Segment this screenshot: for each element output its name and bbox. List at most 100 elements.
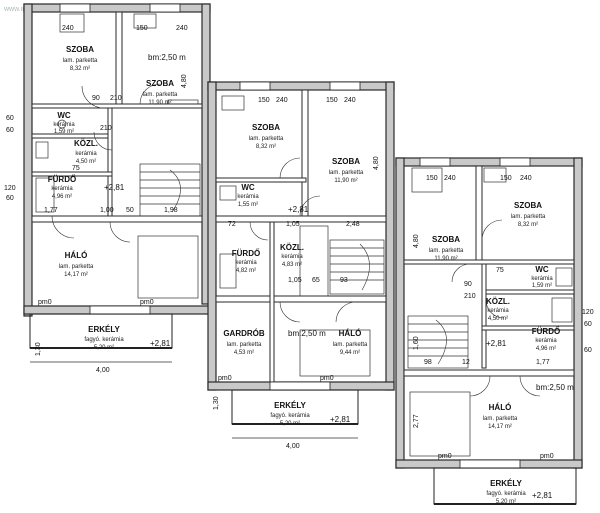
room-area: 8,32 m²	[518, 222, 538, 228]
room-name: WC	[241, 183, 255, 192]
stairs-b	[329, 239, 385, 295]
dim-label: pm0	[540, 453, 554, 460]
room-area: 4,82 m²	[236, 268, 256, 274]
room-material: kerámia	[235, 260, 257, 266]
room-material: kerámia	[75, 151, 97, 157]
room-area: 4,96 m²	[52, 194, 72, 200]
dim-label: 240	[520, 175, 532, 182]
dim-label: 1,77	[536, 359, 550, 366]
room-material: kerámia	[535, 338, 557, 344]
dim-label: 240	[62, 25, 74, 32]
dim-label: 240	[344, 97, 356, 104]
room-area: 4,83 m²	[282, 262, 302, 268]
room-name: SZOBA	[66, 45, 94, 54]
dim-label: 4,80	[181, 74, 188, 88]
dim-label: 150	[136, 25, 148, 32]
room-material: kerámia	[281, 254, 303, 260]
dim-label: 60	[6, 127, 14, 134]
unit-c: SZOBA lam. parketta 11,90 m² SZOBA lam. …	[395, 157, 594, 505]
dim-label: 240	[444, 175, 456, 182]
room-area: 4,96 m²	[536, 346, 556, 352]
dim-label: 60	[6, 115, 14, 122]
room-material: lam. parketta	[227, 342, 262, 348]
level-mark: +2,81	[104, 183, 125, 192]
room-material: kerámia	[53, 122, 75, 128]
room-area: 8,32 m²	[70, 66, 90, 72]
room-area: 5,20 m²	[94, 345, 114, 351]
dim-label: 4,00	[286, 443, 300, 450]
door-arc	[81, 85, 105, 109]
dim-label: 150	[500, 175, 512, 182]
room-area: 1,59 m²	[54, 129, 74, 135]
dim-label: 1,05	[288, 277, 302, 284]
room-name: KÖZL.	[74, 139, 98, 148]
dim-label: 210	[100, 125, 112, 132]
room-name: SZOBA	[146, 79, 174, 88]
dim-label: 150	[326, 97, 338, 104]
room-name: HÁLÓ	[339, 329, 362, 338]
room-name: SZOBA	[432, 235, 460, 244]
dim-label: 150	[426, 175, 438, 182]
unit-b: SZOBA lam. parketta 8,32 m² SZOBA lam. p…	[207, 81, 395, 450]
dim-label: 65	[312, 277, 320, 284]
room-area: 5,20 m²	[496, 499, 516, 505]
dim-label: 120	[4, 185, 16, 192]
dim-label: pm0	[320, 375, 334, 382]
room-name: FÜRDŐ	[48, 175, 76, 184]
dim-label: 4,80	[373, 156, 380, 170]
room-area: 5,20 m²	[280, 421, 300, 427]
room-name: SZOBA	[514, 201, 542, 210]
ceiling-height: bm:2,50 m	[288, 329, 326, 338]
room-material: lam. parketta	[429, 248, 464, 254]
room-area: 14,17 m²	[488, 424, 512, 430]
dim-label: 1,30	[35, 342, 42, 356]
room-material: fagyó. kerámia	[486, 491, 526, 497]
room-material: lam. parketta	[333, 342, 368, 348]
dim-label: 150	[258, 97, 270, 104]
room-name: WC	[57, 111, 71, 120]
balcony-b	[231, 389, 359, 425]
balcony-a	[29, 313, 173, 349]
dim-label: 50	[126, 207, 134, 214]
room-area: 8,32 m²	[256, 144, 276, 150]
room-name: FÜRDŐ	[532, 327, 560, 336]
dim-label: 120	[582, 309, 594, 316]
room-material: lam. parketta	[63, 58, 98, 64]
dim-label: 210	[464, 293, 476, 300]
room-material: kerámia	[531, 276, 553, 282]
dim-label: 72	[228, 221, 236, 228]
room-material: lam. parketta	[483, 416, 518, 422]
dim-label: 2,77	[413, 414, 420, 428]
room-material: fagyó. kerámia	[84, 337, 124, 343]
room-name: FÜRDŐ	[232, 249, 260, 258]
room-area: 4,50 m²	[76, 159, 96, 165]
dim-label: 1,98	[164, 207, 178, 214]
ceiling-height: bm:2,50 m	[148, 53, 186, 62]
dim-label: 75	[72, 165, 80, 172]
room-material: lam. parketta	[143, 92, 178, 98]
balcony-c	[433, 467, 577, 505]
room-name: ERKÉLY	[490, 479, 522, 488]
room-name: KÖZL.	[486, 297, 510, 306]
room-area: 1,55 m²	[238, 202, 258, 208]
room-area: 11,90 m²	[334, 178, 357, 184]
dim-label: 90	[92, 95, 100, 102]
room-area: 4,53 m²	[234, 350, 254, 356]
room-name: SZOBA	[252, 123, 280, 132]
stairs-a	[139, 163, 201, 217]
room-area: 4,50 m²	[488, 316, 508, 322]
room-material: kerámia	[51, 186, 73, 192]
level-mark: +2,81	[150, 339, 171, 348]
room-name: WC	[535, 265, 549, 274]
dim-label: 98	[424, 359, 432, 366]
dim-label: 1,00	[100, 207, 114, 214]
room-material: kerámia	[487, 308, 509, 314]
dim-label: 4,80	[413, 234, 420, 248]
room-name: ERKÉLY	[88, 325, 120, 334]
dim-label: pm0	[38, 299, 52, 306]
dim-label: 4,00	[96, 367, 110, 374]
dim-label: 60	[584, 347, 592, 354]
dim-label: 60	[6, 195, 14, 202]
ceiling-height: bm:2,50 m	[536, 383, 574, 392]
level-mark: +2,81	[486, 339, 507, 348]
